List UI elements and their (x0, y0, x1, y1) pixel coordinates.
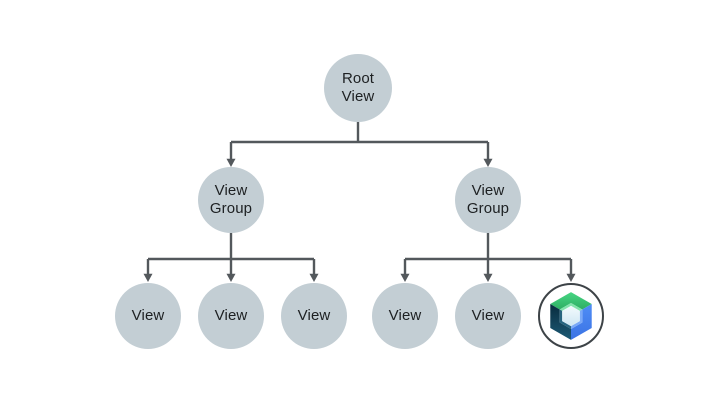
node-label: View (297, 307, 331, 324)
arrowhead (483, 273, 493, 282)
node-label: View Group (466, 182, 510, 217)
arrowhead (400, 273, 410, 282)
arrowhead (566, 273, 576, 282)
arrowhead (483, 158, 493, 167)
node-label: View (471, 307, 505, 324)
node-root-view: Root View (324, 54, 392, 122)
node-view-group-right: View Group (455, 167, 521, 233)
node-label: View Group (209, 182, 253, 217)
node-label: View (388, 307, 422, 324)
jetpack-compose-logo-icon (550, 292, 592, 340)
node-view-1: View (115, 283, 181, 349)
node-label: View (131, 307, 165, 324)
node-view-5: View (455, 283, 521, 349)
node-label: Root View (341, 70, 375, 105)
node-view-group-left: View Group (198, 167, 264, 233)
node-view-4: View (372, 283, 438, 349)
arrowhead (226, 158, 236, 167)
node-compose (538, 283, 604, 349)
arrowhead (226, 273, 236, 282)
node-view-3: View (281, 283, 347, 349)
arrowhead (143, 273, 153, 282)
arrowhead (309, 273, 319, 282)
node-view-2: View (198, 283, 264, 349)
node-label: View (214, 307, 248, 324)
